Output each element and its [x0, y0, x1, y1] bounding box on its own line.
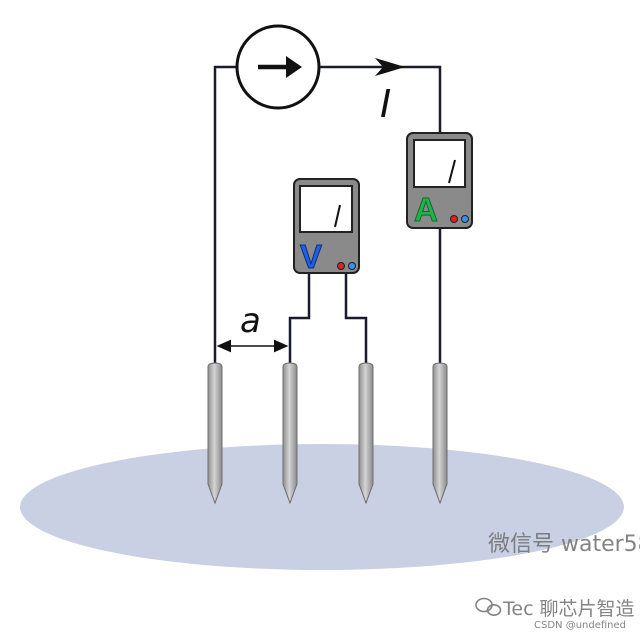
voltmeter-letter: V	[300, 238, 322, 275]
voltmeter-blue-terminal	[348, 262, 356, 270]
ammeter-dial	[413, 139, 466, 188]
watermark-main-text: 微信号 water58	[488, 532, 640, 557]
ammeter: A	[406, 132, 473, 229]
voltmeter-lead-right	[344, 272, 368, 365]
voltmeter-lead-left	[288, 272, 311, 365]
watermark-small-text: CSDN @undefined	[534, 620, 626, 631]
voltmeter: V	[293, 178, 360, 276]
current-direction-arrow	[375, 58, 405, 76]
current-source-icon	[235, 24, 321, 110]
ammeter-blue-terminal	[461, 215, 469, 223]
probe-3	[358, 362, 374, 505]
ammeter-red-terminal	[450, 215, 458, 223]
ammeter-needle	[448, 159, 456, 184]
probe-2	[282, 362, 298, 505]
voltmeter-red-terminal	[337, 262, 345, 270]
wechat-logo-icon	[475, 597, 502, 616]
current-wire-left	[213, 65, 236, 365]
voltmeter-dial	[299, 185, 353, 233]
watermark-overlay-text: Tec 聊芯片智造	[502, 598, 635, 620]
ground-surface	[20, 444, 624, 570]
spacing-label: a	[240, 301, 261, 341]
current-wire-top	[320, 65, 442, 134]
voltmeter-needle	[334, 204, 341, 228]
probe-1	[207, 362, 223, 505]
probe-4	[432, 362, 448, 505]
circuit-wires	[213, 65, 442, 365]
current-label: I	[380, 82, 391, 126]
ammeter-letter: A	[414, 191, 438, 228]
watermark: 微信号 water58 Tec 聊芯片智造 CSDN @undefined	[475, 532, 640, 631]
